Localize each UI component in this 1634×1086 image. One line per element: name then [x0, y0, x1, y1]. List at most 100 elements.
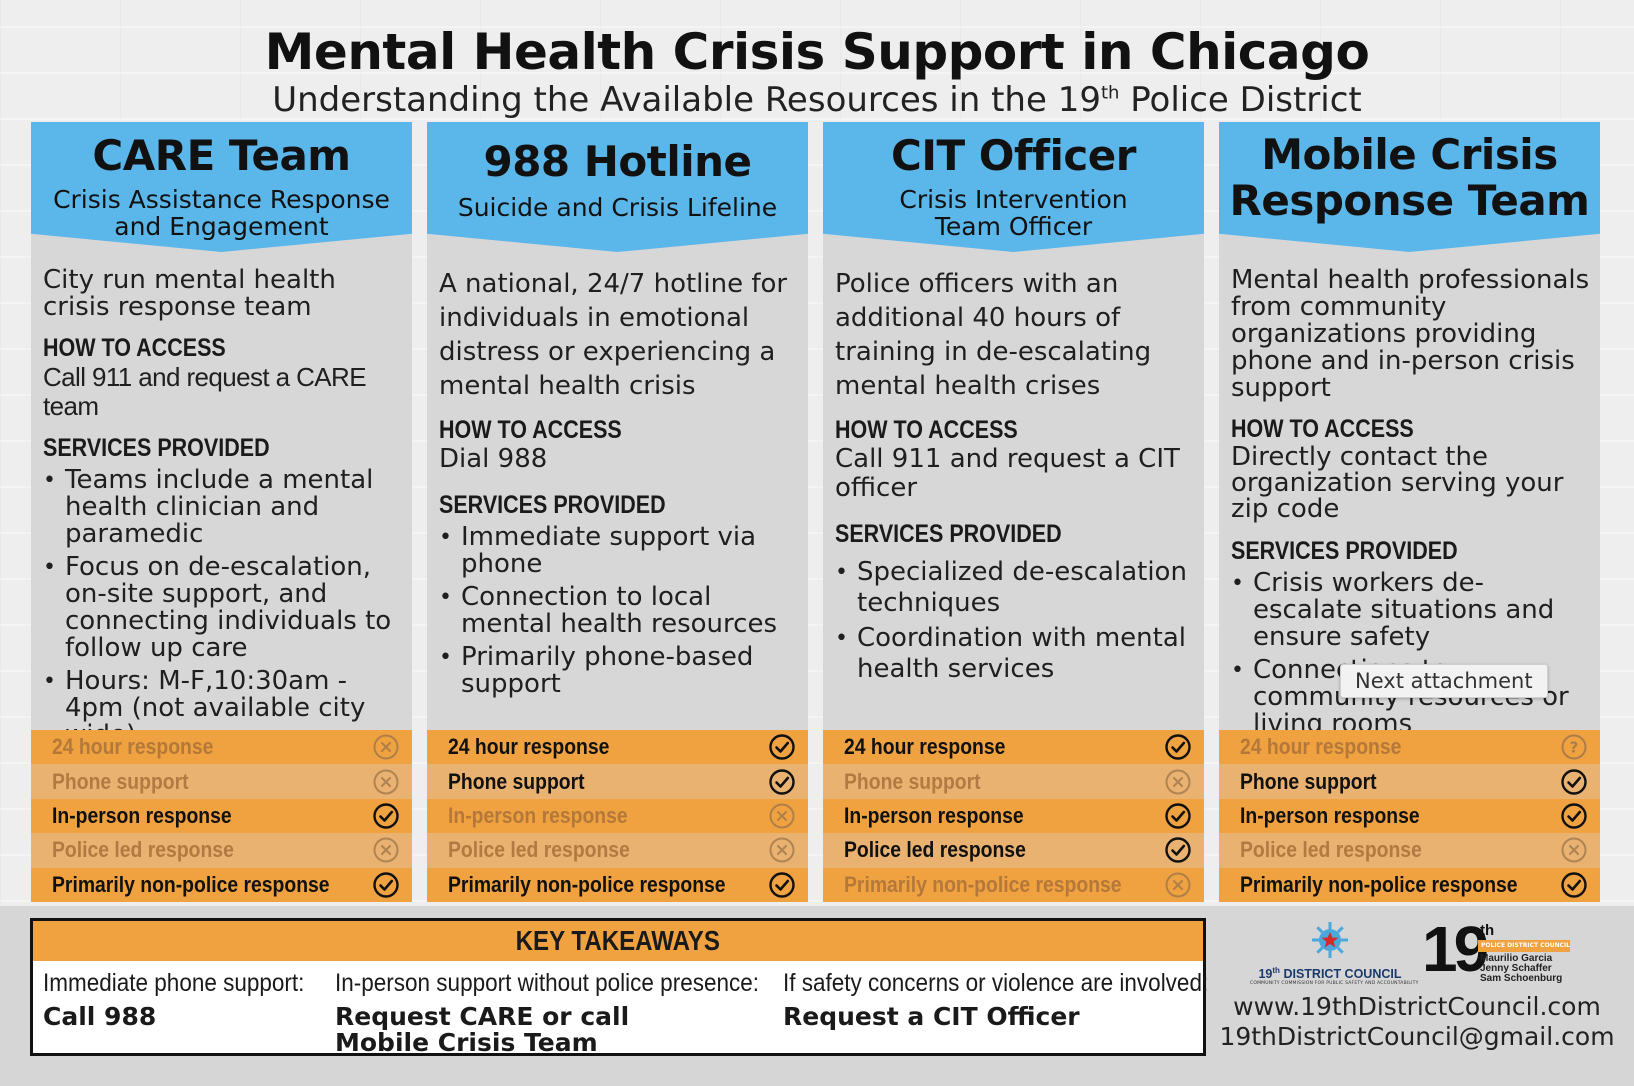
page-title: Mental Health Crisis Support in Chicago: [264, 23, 1370, 81]
dc-sup: th: [1272, 966, 1280, 975]
page-subtitle: Understanding the Available Resources in…: [0, 80, 1634, 120]
x-circle-icon: [1165, 769, 1191, 795]
x-circle-icon: [373, 769, 399, 795]
column-header: CARE Team Crisis Assistance Response and…: [31, 122, 412, 252]
feature-label: Primarily non-police response: [844, 871, 1122, 897]
next-attachment-tooltip[interactable]: Next attachment: [1340, 664, 1548, 698]
how-to-access-heading: HOW TO ACCESS: [1231, 415, 1414, 443]
feature-row: 24 hour response?: [1219, 730, 1600, 765]
column-title: 988 Hotline: [483, 137, 752, 186]
key-takeaways-heading: KEY TAKEAWAYS: [33, 921, 1203, 961]
feature-row: Police led response: [1219, 833, 1600, 868]
district-council-name: 19th DISTRICT COUNCIL: [1250, 966, 1410, 981]
check-circle-icon: [1165, 734, 1191, 760]
feature-row: 24 hour response: [427, 730, 808, 765]
feature-row: 24 hour response: [823, 730, 1204, 765]
column-title: CIT Officer: [891, 131, 1136, 180]
key-takeaways-box: KEY TAKEAWAYS Immediate phone support: C…: [30, 918, 1208, 1057]
column-body: A national, 24/7 hotline for individuals…: [439, 267, 801, 704]
key-takeaways-heading-text: KEY TAKEAWAYS: [515, 925, 721, 956]
feature-row: Phone support: [31, 764, 412, 799]
feature-row: Primarily non-police response: [823, 867, 1204, 902]
feature-label: In-person response: [448, 802, 628, 828]
column-body: City run mental health crisis response t…: [43, 267, 405, 755]
check-circle-icon: [1561, 872, 1587, 898]
feature-row: Phone support: [1219, 764, 1600, 799]
how-to-access-heading: HOW TO ACCESS: [835, 416, 1018, 444]
x-circle-icon: [1165, 872, 1191, 898]
takeaway-item: Immediate phone support: Call 988: [43, 969, 323, 1030]
feature-row: Police led response: [427, 833, 808, 868]
takeaway-question: In-person support without police presenc…: [335, 969, 759, 997]
feature-row: In-person response: [823, 798, 1204, 834]
column-subtitle: Suicide and Crisis Lifeline: [457, 193, 778, 222]
feature-label: Primarily non-police response: [448, 871, 726, 897]
feature-label: Phone support: [1240, 768, 1377, 794]
feature-label: In-person response: [1240, 802, 1420, 828]
check-circle-icon: [769, 734, 795, 760]
district-council-tagline: COMMUNITY COMMISSION FOR PUBLIC SAFETY A…: [1250, 981, 1419, 987]
services-heading: SERVICES PROVIDED: [43, 434, 270, 462]
check-circle-icon: [373, 872, 399, 898]
pdc-names: Maurilio Garcia Jenny Schaffer Sam Schoe…: [1480, 954, 1562, 984]
service-item: Teams include a mental health clinician …: [43, 467, 405, 548]
check-circle-icon: [1165, 837, 1191, 864]
email-link[interactable]: 19thDistrictCouncil@gmail.com: [1219, 1022, 1615, 1051]
service-item: Immediate support via phone: [439, 524, 801, 578]
question-circle-icon: ?: [1561, 734, 1587, 760]
takeaway-item: In-person support without police presenc…: [335, 969, 759, 1057]
contact-info: www.19thDistrictCouncil.com 19thDistrict…: [1210, 992, 1624, 1052]
website-link[interactable]: www.19thDistrictCouncil.com: [1233, 992, 1601, 1021]
feature-label: 24 hour response: [448, 734, 610, 760]
feature-label: Police led response: [1240, 837, 1422, 863]
dc-number: 19: [1258, 967, 1273, 982]
feature-row: Phone support: [427, 764, 808, 799]
feature-row: Primarily non-police response: [1219, 867, 1600, 902]
service-item: Hours: M-F,10:30am - 4pm (not available …: [43, 668, 405, 749]
feature-label: Primarily non-police response: [52, 871, 330, 897]
takeaway-answer: Call 988: [43, 1002, 157, 1031]
services-heading: SERVICES PROVIDED: [835, 520, 1062, 548]
check-circle-icon: [1561, 768, 1587, 795]
column-description: Mental health professionals from communi…: [1231, 265, 1590, 403]
x-circle-icon: [769, 803, 795, 829]
check-circle-icon: [373, 803, 399, 829]
feature-label: Police led response: [844, 837, 1026, 863]
feature-row: Police led response: [823, 833, 1204, 868]
takeaway-answer: Request CARE or call Mobile Crisis Team: [335, 1002, 630, 1057]
how-to-access-text: Dial 988: [439, 444, 548, 474]
column-description: A national, 24/7 hotline for individuals…: [439, 269, 788, 401]
column-header: Mobile Crisis Response Team: [1219, 122, 1600, 252]
column-body: Police officers with an additional 40 ho…: [835, 267, 1197, 689]
subtitle-text: Understanding the Available Resources in…: [272, 80, 1101, 120]
check-circle-icon: [1165, 803, 1191, 829]
feature-row: Primarily non-police response: [31, 867, 412, 902]
service-item: Connection to local mental health resour…: [439, 584, 801, 638]
column-title: Mobile Crisis Response Team: [1229, 130, 1590, 225]
column-mobile-crisis: Mobile Crisis Response Team Mental healt…: [1219, 122, 1600, 902]
feature-label: Police led response: [448, 837, 630, 863]
how-to-access-text: Call 911 and request a CARE team: [43, 362, 367, 421]
feature-label: Phone support: [52, 768, 189, 794]
feature-label: 24 hour response: [844, 734, 1006, 760]
takeaway-answer: Request a CIT Officer: [783, 1002, 1080, 1031]
pdc-band: POLICE DISTRICT COUNCIL: [1478, 940, 1570, 952]
x-circle-icon: [769, 837, 795, 863]
pdc-sup: th: [1480, 922, 1495, 939]
column-988-hotline: 988 Hotline Suicide and Crisis Lifeline …: [427, 122, 808, 902]
service-item: Primarily phone-based support: [439, 644, 801, 698]
police-district-council-logo: 19 th POLICE DISTRICT COUNCIL Maurilio G…: [1422, 914, 1582, 990]
feature-row: Primarily non-police response: [427, 867, 808, 902]
feature-row: Phone support: [823, 764, 1204, 799]
services-heading: SERVICES PROVIDED: [439, 491, 666, 519]
district-council-logo: 19th DISTRICT COUNCIL COMMUNITY COMMISSI…: [1250, 920, 1419, 987]
feature-row: Police led response: [31, 833, 412, 868]
feature-label: In-person response: [844, 802, 1024, 828]
x-circle-icon: [1561, 837, 1587, 863]
council-member: Jenny Schaffer: [1480, 963, 1552, 974]
service-item: Specialized de-escalation techniques: [835, 557, 1197, 619]
